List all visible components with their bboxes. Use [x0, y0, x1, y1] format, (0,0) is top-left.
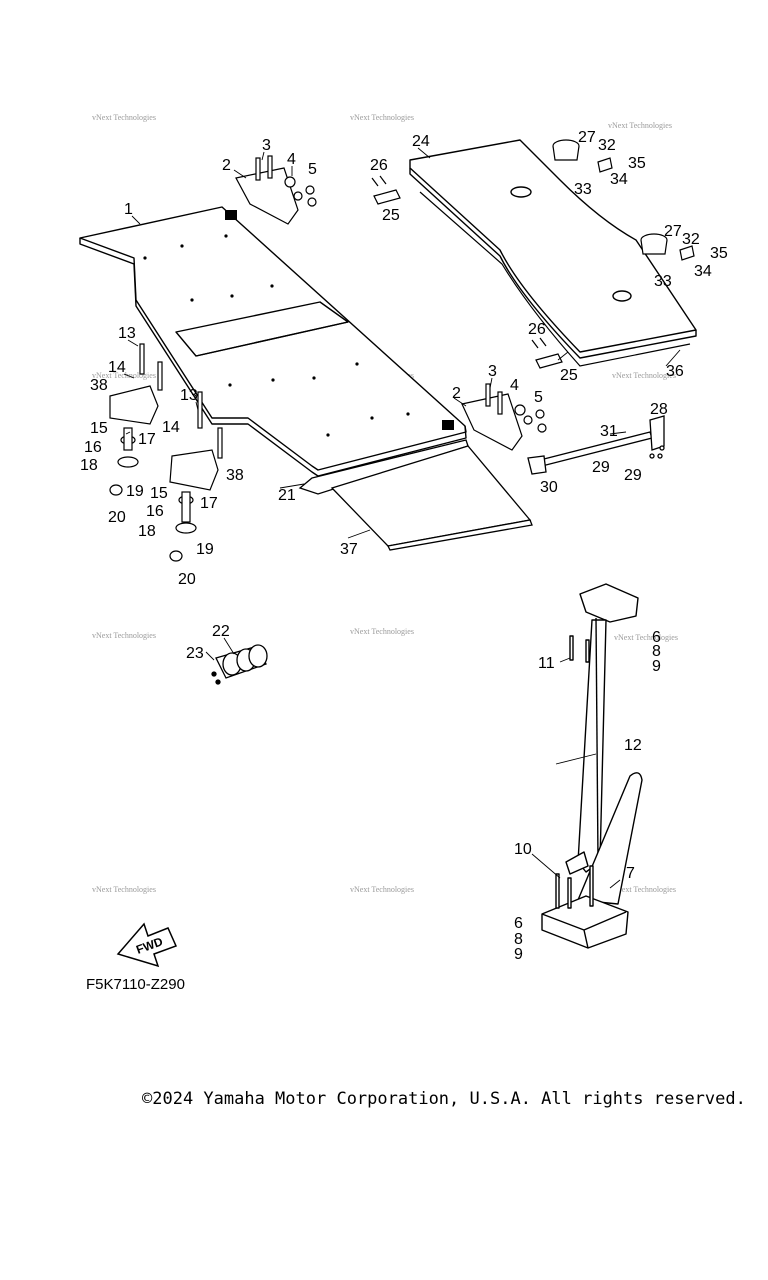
callout-28: 28 — [650, 401, 668, 418]
callout-14: 14 — [108, 359, 126, 376]
stand-assembly — [541, 583, 643, 949]
floor-panel-part-1 — [79, 206, 467, 477]
callout-25: 25 — [382, 207, 400, 224]
bracket-assembly-upper — [235, 155, 317, 225]
callout-23: 23 — [186, 645, 204, 662]
hinge-part-25 — [371, 175, 563, 369]
gas-strut-part-31 — [527, 415, 665, 475]
copyright-notice: ©2024 Yamaha Motor Corporation, U.S.A. A… — [142, 1089, 746, 1109]
callout-8: 8 — [652, 643, 661, 660]
mount-assembly-left-upper — [109, 343, 163, 496]
callout-25: 25 — [560, 367, 578, 384]
leader-lines — [123, 147, 681, 889]
callout-32: 32 — [598, 137, 616, 154]
fwd-arrow-icon: FWD — [116, 922, 178, 968]
callout-33: 33 — [654, 273, 672, 290]
watermark: vNext Technologies — [350, 885, 414, 894]
callout-20: 20 — [178, 571, 196, 588]
callout-1: 1 — [124, 201, 133, 218]
callout-17: 17 — [138, 431, 156, 448]
mat-part-37 — [330, 445, 533, 551]
floor-panel-part-24 — [409, 139, 697, 359]
callout-11: 11 — [538, 655, 555, 672]
callout-4: 4 — [510, 377, 519, 394]
callout-15: 15 — [90, 420, 108, 437]
callout-19: 19 — [196, 541, 214, 558]
callout-17: 17 — [200, 495, 218, 512]
callout-29: 29 — [624, 467, 642, 484]
callout-18: 18 — [138, 523, 156, 540]
callout-8: 8 — [514, 931, 523, 948]
callouts: 1 2 3 4 5 26 25 24 27 32 35 33 34 27 32 … — [80, 129, 728, 963]
callout-3: 3 — [262, 137, 271, 154]
callout-6: 6 — [652, 629, 661, 646]
callout-24: 24 — [412, 133, 430, 150]
callout-10: 10 — [514, 841, 532, 858]
watermarks: vNext Technologies vNext Technologies vN… — [92, 113, 678, 894]
callout-2: 2 — [222, 157, 231, 174]
callout-27: 27 — [578, 129, 596, 146]
callout-36: 36 — [666, 363, 684, 380]
callout-7: 7 — [626, 865, 635, 882]
watermark: vNext Technologies — [350, 627, 414, 636]
callout-35: 35 — [628, 155, 646, 172]
callout-31: 31 — [600, 423, 618, 440]
roller-part-22 — [211, 644, 268, 685]
callout-9: 9 — [514, 946, 523, 963]
watermark: vNext Technologies — [92, 113, 156, 122]
callout-4: 4 — [287, 151, 296, 168]
callout-16: 16 — [146, 503, 164, 520]
callout-19: 19 — [126, 483, 144, 500]
callout-22: 22 — [212, 623, 230, 640]
watermark: vNext Technologies — [608, 121, 672, 130]
watermark: vNext Technologies — [612, 371, 676, 380]
callout-12: 12 — [624, 737, 642, 754]
watermark: vNext Technologies — [614, 633, 678, 642]
callout-34: 34 — [694, 263, 712, 280]
callout-33: 33 — [574, 181, 592, 198]
callout-5: 5 — [308, 161, 317, 178]
callout-16: 16 — [84, 439, 102, 456]
callout-30: 30 — [540, 479, 558, 496]
callout-27: 27 — [664, 223, 682, 240]
watermark: vNext Technologies — [350, 113, 414, 122]
callout-34: 34 — [610, 171, 628, 188]
callout-3: 3 — [488, 363, 497, 380]
callout-37: 37 — [340, 541, 358, 558]
callout-21: 21 — [278, 487, 296, 504]
latch-part-27 — [552, 139, 695, 261]
callout-38: 38 — [226, 467, 244, 484]
callout-26: 26 — [528, 321, 546, 338]
callout-29: 29 — [592, 459, 610, 476]
mount-assembly-left-lower — [169, 391, 223, 562]
watermark: vNext Technologies — [92, 631, 156, 640]
watermark: vNext Technologies — [92, 371, 156, 380]
watermark: vNext Technologies — [92, 885, 156, 894]
watermark: vNext Technologies — [612, 885, 676, 894]
callout-14: 14 — [162, 419, 180, 436]
callout-35: 35 — [710, 245, 728, 262]
callout-20: 20 — [108, 509, 126, 526]
callout-38: 38 — [90, 377, 108, 394]
callout-32: 32 — [682, 231, 700, 248]
callout-9: 9 — [652, 658, 661, 675]
callout-13: 13 — [180, 387, 198, 404]
diagram-part-code: F5K7110-Z290 — [86, 976, 185, 993]
callout-5: 5 — [534, 389, 543, 406]
callout-6: 6 — [514, 915, 523, 932]
bracket-assembly-lower — [461, 383, 547, 451]
callout-15: 15 — [150, 485, 168, 502]
mat-part-36 — [419, 191, 691, 367]
callout-26: 26 — [370, 157, 388, 174]
callout-13: 13 — [118, 325, 136, 342]
callout-18: 18 — [80, 457, 98, 474]
callout-2: 2 — [452, 385, 461, 402]
